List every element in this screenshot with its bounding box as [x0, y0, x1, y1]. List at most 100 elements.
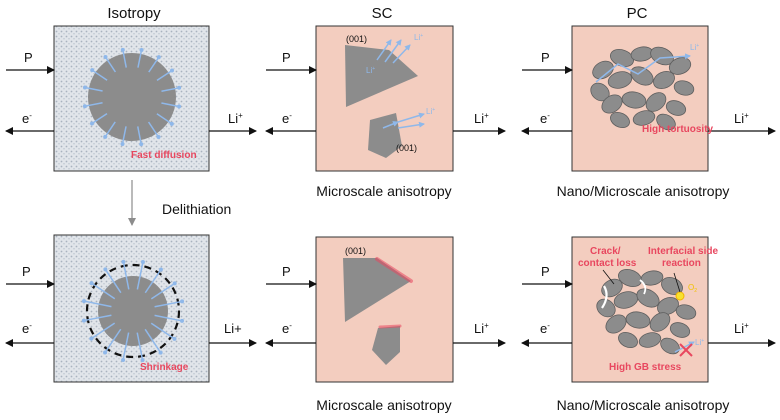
ion-dot [90, 68, 95, 73]
ion-path [137, 49, 143, 68]
particle-isotropic [88, 53, 176, 141]
polycrystal-cluster [596, 269, 697, 355]
primary-grain [601, 94, 623, 114]
ion-path [104, 56, 117, 73]
ion-label: Li+ [414, 33, 423, 42]
panel-sc-bottom: P e- Li+ (001) [265, 236, 506, 383]
ion-path [136, 261, 144, 290]
lithium-label: Li+ [734, 111, 749, 126]
note-shrinkage: Shrinkage [140, 362, 189, 373]
ion-dot [82, 85, 87, 90]
ion-dot [120, 142, 125, 147]
pressure-label: P [282, 50, 291, 65]
ion-path [83, 300, 112, 308]
facet-label: (001) [396, 143, 417, 153]
electron-label: e- [282, 111, 292, 126]
caption-sc-top: Microscale anisotropy [316, 183, 451, 199]
ion-path [137, 126, 142, 145]
electron-label: e- [540, 321, 550, 336]
pressure-label: P [282, 264, 291, 279]
ion-path [150, 322, 175, 340]
caption-pc-top: Nano/Microscale anisotropy [557, 183, 730, 199]
primary-grain [645, 92, 667, 112]
blocked-ion-path [674, 341, 695, 353]
ion-label: Li+ [695, 338, 704, 347]
ion-dot [89, 121, 94, 126]
ion-path [154, 314, 183, 322]
ion-dot [140, 259, 145, 264]
primary-grain [609, 49, 635, 67]
ion-path [144, 269, 162, 294]
ion-path [91, 282, 116, 300]
primary-grain [657, 296, 679, 316]
pressure-label: P [24, 50, 33, 65]
ion-dot [120, 47, 125, 52]
column-title-pc: PC [627, 5, 648, 22]
ion-path [156, 113, 173, 125]
ion-dot [89, 281, 94, 286]
ion-path [104, 121, 116, 138]
ion-path [104, 268, 122, 294]
single-crystal-small [372, 326, 400, 365]
primary-grain [592, 60, 614, 80]
ion-path [122, 332, 130, 361]
side-reaction-site [675, 291, 685, 301]
oxygen-label: O2 [688, 283, 697, 294]
primary-grain [649, 312, 671, 332]
pressure-label: P [541, 264, 550, 279]
ion-path [147, 121, 160, 138]
panel-sc-top: P e- Li+ (001) (001) Li+ Li+ Li+ [265, 25, 506, 172]
ion-dot [158, 350, 163, 355]
ion-dot [156, 135, 161, 140]
caption-sc-bottom: Microscale anisotropy [316, 397, 451, 413]
primary-grain [653, 70, 675, 90]
single-crystal-large [343, 258, 411, 322]
ion-path [392, 44, 411, 64]
ion-path [136, 332, 144, 361]
primary-grain [675, 304, 697, 320]
ion-dot [180, 318, 185, 323]
crack-mark [601, 285, 608, 309]
stress-highlight [375, 257, 413, 283]
lithium-label: Li+ [224, 321, 242, 336]
ion-path [90, 322, 116, 340]
ion-path [91, 112, 108, 125]
ion-path [84, 86, 103, 92]
polycrystal-cluster [590, 46, 695, 131]
ion-dot [89, 336, 94, 341]
primary-grain [638, 332, 662, 348]
lithium-label: Li+ [474, 111, 489, 126]
ion-dot [81, 299, 86, 304]
ion-path [91, 69, 108, 81]
panel-pc-top: P e- Li+ Li+ High tortuosity [521, 25, 776, 172]
note-crack: Crack/contact loss [578, 246, 637, 269]
primary-grain [596, 298, 616, 318]
primary-grain [665, 100, 687, 116]
particle-shrunk [98, 276, 168, 346]
pressure-label: P [541, 50, 550, 65]
ion-label: Li+ [426, 107, 435, 116]
primary-grain [632, 110, 656, 126]
ion-path [161, 87, 180, 92]
electron-label: e- [22, 321, 32, 336]
ion-path [122, 261, 130, 290]
lithium-label: Li+ [734, 321, 749, 336]
ion-path [382, 121, 399, 129]
ion-dot [81, 318, 86, 323]
ion-label: Li+ [366, 66, 375, 75]
facet-label: (001) [345, 246, 366, 256]
ion-path [148, 56, 160, 73]
note-gb-stress: High GB stress [609, 362, 682, 373]
ion-dot [103, 267, 108, 272]
primary-grain [673, 80, 695, 96]
ion-path [397, 121, 425, 129]
ion-dot [140, 358, 145, 363]
electron-label: e- [540, 111, 550, 126]
lithium-label: Li+ [474, 321, 489, 336]
caption-pc-bottom: Nano/Microscale anisotropy [557, 397, 730, 413]
primary-grain [625, 311, 651, 329]
ion-dot [170, 68, 175, 73]
ion-path [144, 328, 162, 354]
single-crystal-large [345, 45, 418, 107]
